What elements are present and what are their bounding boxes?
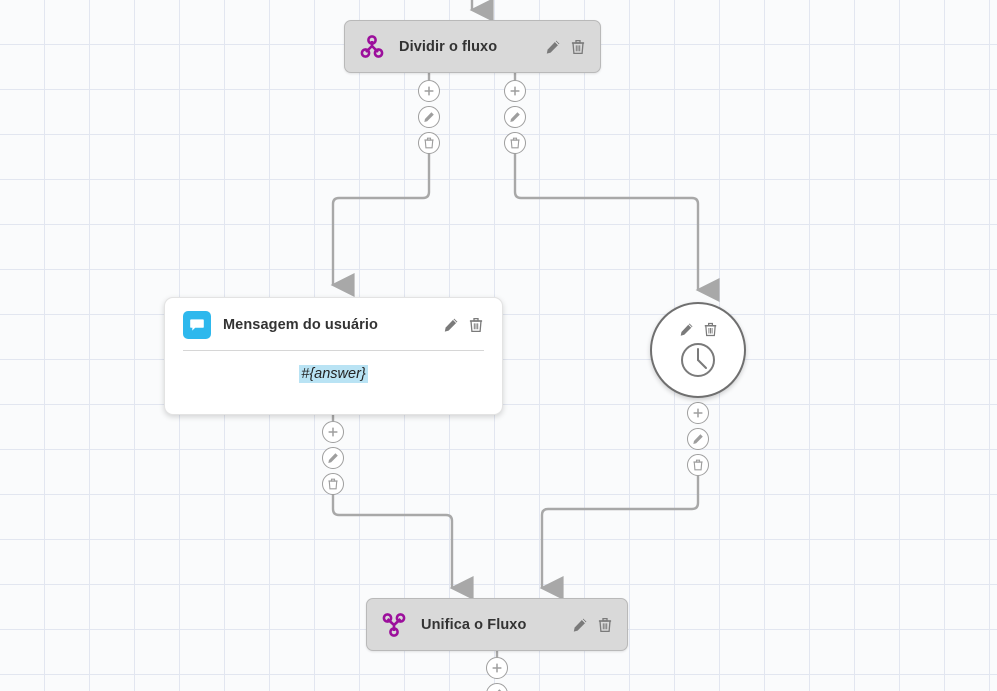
add-step-button[interactable] (322, 421, 344, 443)
chat-bubble-icon (183, 311, 211, 339)
merge-branch-icon (381, 612, 407, 638)
connector-buttons-split-right[interactable] (504, 80, 526, 154)
edge-message-to-merge (331, 494, 474, 600)
add-step-button[interactable] (418, 80, 440, 102)
pencil-icon[interactable] (545, 39, 561, 55)
delete-connector-button[interactable] (322, 473, 344, 495)
card-divider (183, 350, 484, 351)
trash-icon[interactable] (597, 617, 613, 633)
pencil-icon[interactable] (679, 322, 694, 337)
edge-delay-to-merge (539, 476, 700, 600)
node-message-tools (425, 317, 484, 333)
connector-buttons-merge[interactable] (486, 657, 508, 691)
node-delay[interactable] (650, 302, 746, 398)
node-split-tools (527, 39, 586, 55)
node-split-title: Dividir o fluxo (399, 38, 498, 55)
clock-icon (678, 340, 718, 380)
edit-connector-button[interactable] (418, 106, 440, 128)
edge-split-to-delay (513, 153, 720, 302)
node-message-header: Mensagem do usuário (165, 298, 502, 350)
trash-icon[interactable] (468, 317, 484, 333)
node-split[interactable]: Dividir o fluxo (344, 20, 601, 73)
edit-connector-button[interactable] (504, 106, 526, 128)
variable-token: #{answer} (299, 365, 368, 383)
pencil-icon[interactable] (443, 317, 459, 333)
add-step-button[interactable] (504, 80, 526, 102)
edit-connector-button[interactable] (687, 428, 709, 450)
pencil-icon[interactable] (572, 617, 588, 633)
add-step-button[interactable] (486, 657, 508, 679)
trash-icon[interactable] (570, 39, 586, 55)
connector-buttons-split-left[interactable] (418, 80, 440, 154)
node-message-body: #{answer} (165, 351, 502, 401)
node-message[interactable]: Mensagem do usuário (164, 297, 503, 415)
delete-connector-button[interactable] (504, 132, 526, 154)
node-merge[interactable]: Unifica o Fluxo (366, 598, 628, 651)
delete-connector-button[interactable] (687, 454, 709, 476)
delete-connector-button[interactable] (418, 132, 440, 154)
node-message-title: Mensagem do usuário (223, 317, 378, 333)
trash-icon[interactable] (703, 322, 718, 337)
connector-buttons-delay[interactable] (687, 402, 709, 476)
split-branch-icon (359, 34, 385, 60)
edit-connector-button[interactable] (486, 683, 508, 691)
node-delay-tools (679, 322, 718, 337)
node-merge-title: Unifica o Fluxo (421, 616, 527, 633)
edit-connector-button[interactable] (322, 447, 344, 469)
node-merge-tools (554, 617, 613, 633)
connector-buttons-message[interactable] (322, 421, 344, 495)
add-step-button[interactable] (687, 402, 709, 424)
edge-split-to-message (330, 153, 431, 297)
